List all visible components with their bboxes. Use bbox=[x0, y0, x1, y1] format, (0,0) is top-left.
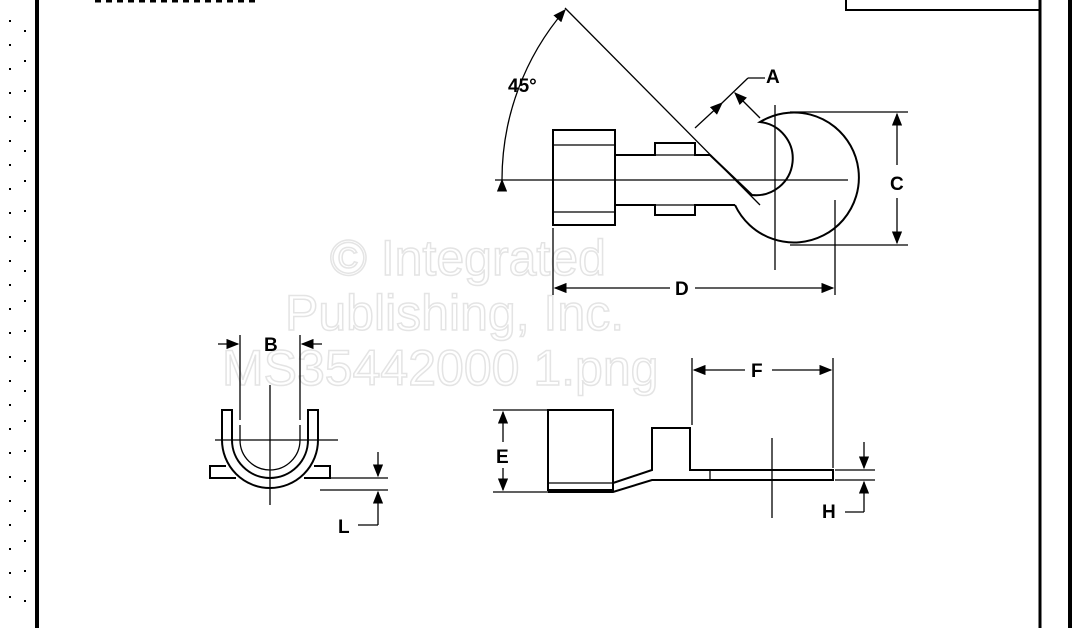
sheet-border bbox=[9, 0, 1072, 628]
label-angle: 45° bbox=[508, 76, 537, 97]
label-c: C bbox=[890, 174, 904, 195]
label-a: A bbox=[766, 67, 780, 88]
label-d: D bbox=[675, 279, 689, 300]
svg-text:MS35442000 1.png: MS35442000 1.png bbox=[222, 340, 658, 396]
label-h: H bbox=[822, 502, 836, 523]
svg-text:Publishing, Inc.: Publishing, Inc. bbox=[285, 285, 624, 341]
label-b: B bbox=[264, 335, 278, 356]
label-f: F bbox=[751, 361, 763, 382]
front-view: B L bbox=[209, 335, 388, 538]
label-e: E bbox=[496, 447, 509, 468]
watermark: © Integrated Publishing, Inc. MS35442000… bbox=[221, 229, 659, 397]
label-l: L bbox=[338, 517, 350, 538]
svg-text:© Integrated: © Integrated bbox=[330, 230, 606, 286]
top-view: 45° A C D bbox=[495, 7, 908, 300]
side-view: E F H bbox=[493, 358, 875, 523]
